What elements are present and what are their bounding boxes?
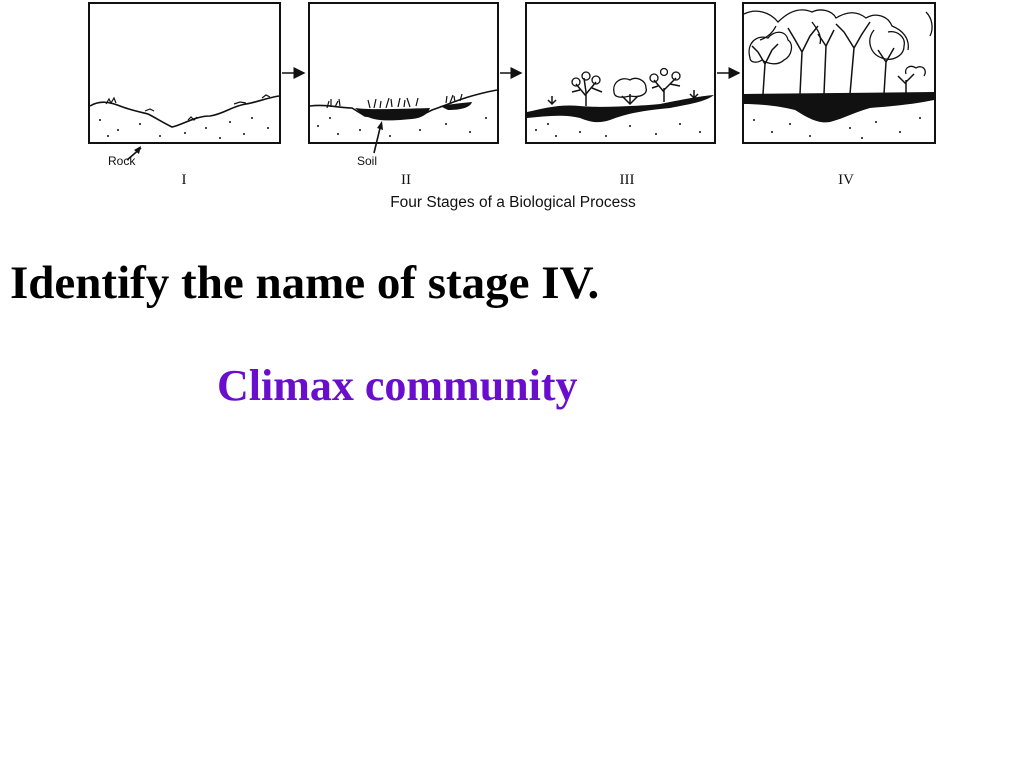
stage-4-panel xyxy=(742,2,936,144)
stage-3-numeral: III xyxy=(620,172,635,188)
answer-text: Climax community xyxy=(217,361,578,410)
stage-2-panel xyxy=(308,2,499,144)
rock-pointer-arrowhead xyxy=(134,146,141,154)
stage-1-numeral: I xyxy=(182,172,187,188)
soil-label: Soil xyxy=(357,154,377,168)
question-text: Identify the name of stage IV. xyxy=(10,257,600,309)
soil-pointer-arrowhead xyxy=(377,121,383,130)
stage-2-numeral: II xyxy=(401,172,411,188)
stage-1-panel xyxy=(88,2,281,144)
rock-label: Rock xyxy=(108,154,136,168)
stage-4-numeral: IV xyxy=(838,172,854,188)
diagram-caption: Four Stages of a Biological Process xyxy=(390,194,636,211)
succession-diagram: Rock I Soil II xyxy=(88,2,936,211)
stage-3-panel xyxy=(525,2,716,144)
